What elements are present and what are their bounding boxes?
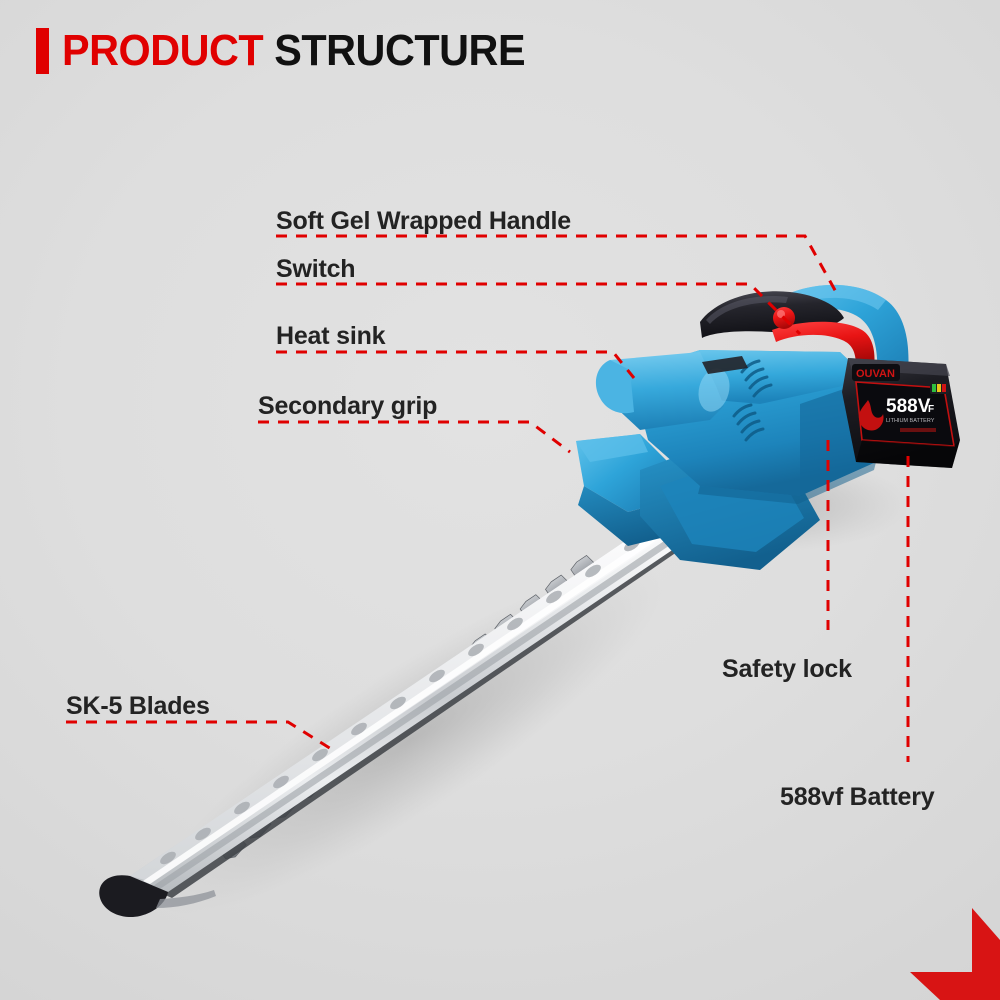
top-vent-panel [702, 356, 748, 374]
heat-sink-vents [732, 359, 773, 442]
soft-gel-grip-highlight [706, 296, 788, 324]
page-title-suffix: STRUCTURE [274, 26, 526, 75]
battery-voltage-suffix: F [928, 404, 934, 415]
battery-bottom-edge [856, 440, 960, 468]
callout-label-secondary-grip: Secondary grip [258, 392, 438, 420]
page-title: PRODUCT STRUCTURE [36, 28, 555, 74]
callout-label-heat-sink: Heat sink [276, 322, 386, 350]
blade-inner-bar [140, 527, 690, 898]
corner-arrow-icon [910, 908, 1000, 1000]
blade-top-facet [130, 519, 676, 882]
blade-shadow-groove [153, 533, 682, 889]
motor-housing [630, 350, 880, 496]
nose-round-cap [595, 360, 634, 414]
blade-slot-holes [160, 538, 640, 865]
product-shadow [155, 457, 910, 914]
blade-highlight-groove [143, 527, 670, 884]
callout-label-588vf-battery: 588vf Battery [780, 783, 935, 811]
trigger-switch[interactable] [772, 321, 875, 368]
battery-barcode [900, 428, 936, 432]
blade-main-bar [130, 519, 690, 892]
front-nose [610, 352, 724, 430]
top-handle [700, 284, 909, 392]
secondary-grip [576, 434, 700, 546]
handle-loop [768, 284, 909, 392]
page-title-prefix: PRODUCT [62, 26, 264, 75]
body-bottom-edge [698, 462, 876, 504]
callout-label-safety-lock: Safety lock [722, 655, 852, 683]
blade-mount-housing [640, 448, 820, 570]
callout-label-sk5-blades: SK-5 Blades [66, 692, 210, 720]
page-title-text: PRODUCT STRUCTURE [62, 26, 526, 75]
safety-lock-button-highlight [777, 310, 785, 318]
soft-gel-grip [700, 291, 844, 338]
blade-mount-facet [660, 468, 804, 552]
battery-subtext: LITHIUM BATTERY [886, 418, 935, 424]
nose-cylinder-face [698, 368, 730, 412]
battery-voltage-text: 588V [886, 396, 931, 417]
blade-teeth [216, 554, 601, 860]
brand-badge [852, 364, 900, 381]
trimmer-main-body [595, 350, 880, 570]
safety-lock-button[interactable] [773, 307, 795, 329]
battery-led-indicator [930, 382, 949, 394]
brand-badge-text: OUVAN [856, 368, 895, 380]
handle-loop-highlight [768, 284, 886, 316]
battery-flame-icon [858, 400, 884, 431]
leader-heat-sink [276, 350, 636, 379]
blade-tip-cap [99, 875, 216, 918]
motor-housing-top [630, 350, 870, 404]
title-accent-bar [36, 28, 49, 74]
battery-pack: OUVAN 588V F LITHIUM BATTERY [842, 358, 960, 468]
leader-soft-gel-wrapped-handle [276, 234, 838, 293]
battery-label-plate [855, 381, 955, 447]
callout-label-soft-gel-wrapped-handle: Soft Gel Wrapped Handle [276, 207, 571, 235]
leader-sk5-blades [66, 720, 337, 754]
callout-label-switch: Switch [276, 255, 356, 283]
leader-secondary-grip [258, 420, 571, 454]
motor-housing-side [800, 380, 880, 496]
